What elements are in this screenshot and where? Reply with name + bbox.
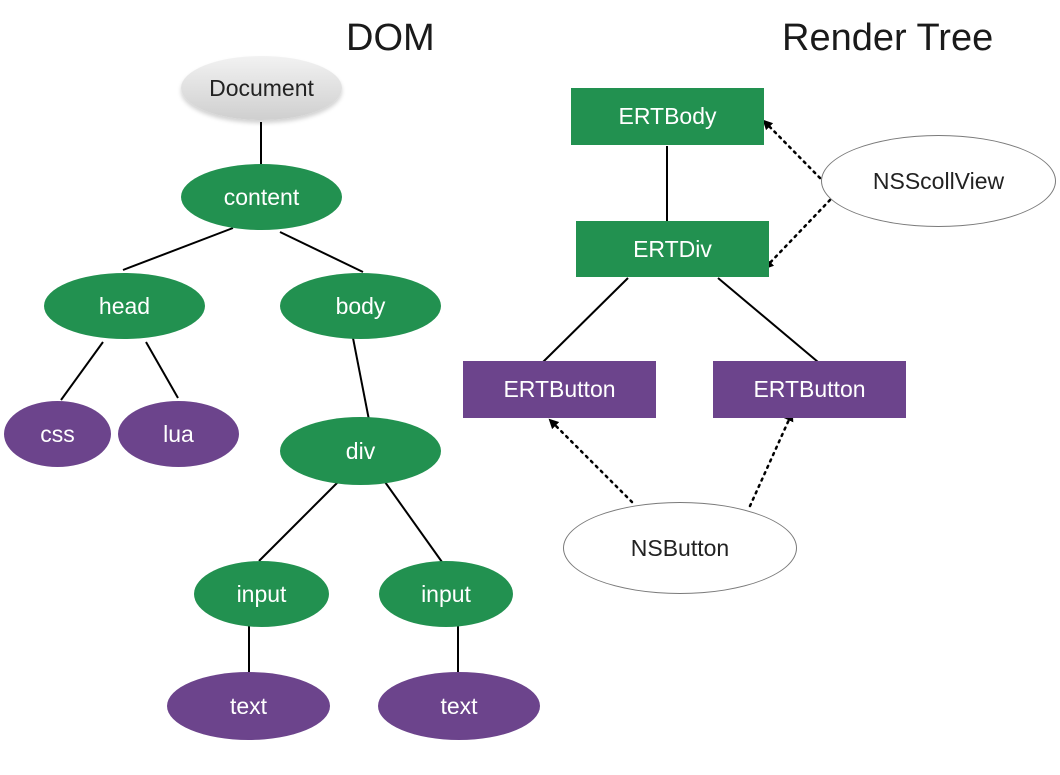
render-tree-heading: Render Tree [782, 17, 994, 59]
edge-body-div [352, 337, 370, 421]
edge-head-css [60, 341, 104, 401]
edge-content-head [122, 227, 234, 271]
dom-node-head: head [44, 273, 205, 339]
edge-ertdiv-button-left [542, 277, 629, 363]
render-node-ertbutton-left: ERTButton [463, 361, 656, 418]
edge-div-input-right [384, 481, 443, 563]
render-node-ertbody: ERTBody [571, 88, 764, 145]
edge-div-input-left [258, 481, 339, 562]
edge-head-lua [145, 341, 179, 399]
dom-node-lua: lua [118, 401, 239, 467]
pointer-nsbutton-button-left [548, 418, 634, 504]
dom-heading: DOM [346, 17, 435, 59]
dom-node-input-left: input [194, 561, 329, 627]
render-node-ertbutton-right: ERTButton [713, 361, 906, 418]
dom-node-css: css [4, 401, 111, 467]
pointer-scrollview-ertdiv [763, 198, 832, 270]
edge-content-body [279, 231, 364, 273]
dom-node-document: Document [181, 56, 342, 120]
pointer-nsbutton-button-right [748, 411, 794, 508]
pointer-scrollview-ertbody [762, 119, 822, 180]
native-view-nsbutton: NSButton [563, 502, 797, 594]
edge-ertdiv-button-right [717, 277, 819, 363]
dom-node-body: body [280, 273, 441, 339]
dom-node-content: content [181, 164, 342, 230]
dom-node-div: div [280, 417, 441, 485]
native-view-nsscrollview: NSScollView [821, 135, 1056, 227]
render-node-ertdiv: ERTDiv [576, 221, 769, 277]
dom-node-input-right: input [379, 561, 513, 627]
dom-node-text-left: text [167, 672, 330, 740]
dom-node-text-right: text [378, 672, 540, 740]
